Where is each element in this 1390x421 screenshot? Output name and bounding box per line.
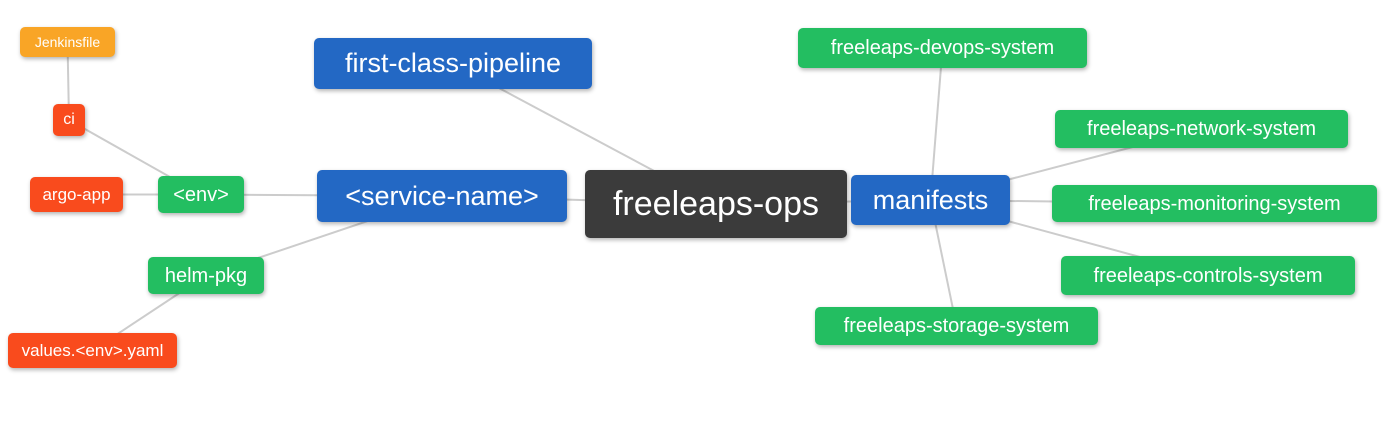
node-argo-app[interactable]: argo-app	[30, 177, 123, 212]
node-label: manifests	[872, 184, 989, 215]
node-label: freeleaps-controls-system	[1093, 264, 1323, 287]
node-manifests[interactable]: manifests	[851, 175, 1010, 225]
node-ci[interactable]: ci	[53, 104, 85, 136]
node-env[interactable]: <env>	[158, 176, 244, 213]
node-label: freeleaps-devops-system	[830, 37, 1055, 59]
node-label: values.<env>.yaml	[21, 341, 164, 360]
node-label: <env>	[173, 183, 229, 206]
node-network-system[interactable]: freeleaps-network-system	[1055, 110, 1348, 148]
node-label: <service-name>	[345, 180, 539, 211]
node-devops-system[interactable]: freeleaps-devops-system	[798, 28, 1087, 68]
node-controls-system[interactable]: freeleaps-controls-system	[1061, 256, 1355, 295]
node-label: freeleaps-monitoring-system	[1088, 192, 1341, 215]
edge-manifests-devops-system	[929, 47, 944, 201]
node-service-name[interactable]: <service-name>	[317, 170, 567, 222]
node-label: freeleaps-network-system	[1087, 118, 1316, 140]
node-storage-system[interactable]: freeleaps-storage-system	[815, 307, 1098, 345]
node-label: freeleaps-ops	[612, 185, 819, 223]
node-label: argo-app	[42, 185, 111, 204]
node-label: freeleaps-storage-system	[843, 315, 1070, 337]
node-label: first-class-pipeline	[344, 48, 562, 78]
node-label: helm-pkg	[164, 264, 248, 287]
node-freeleaps-ops[interactable]: freeleaps-ops	[585, 170, 847, 238]
node-label: ci	[63, 111, 75, 128]
node-helm-pkg[interactable]: helm-pkg	[148, 257, 264, 294]
node-monitoring-system[interactable]: freeleaps-monitoring-system	[1052, 185, 1377, 222]
node-first-class-pipeline[interactable]: first-class-pipeline	[314, 38, 592, 89]
node-values-env-yaml[interactable]: values.<env>.yaml	[8, 333, 177, 368]
node-jenkinsfile[interactable]: Jenkinsfile	[20, 27, 115, 57]
node-label: Jenkinsfile	[34, 34, 101, 50]
